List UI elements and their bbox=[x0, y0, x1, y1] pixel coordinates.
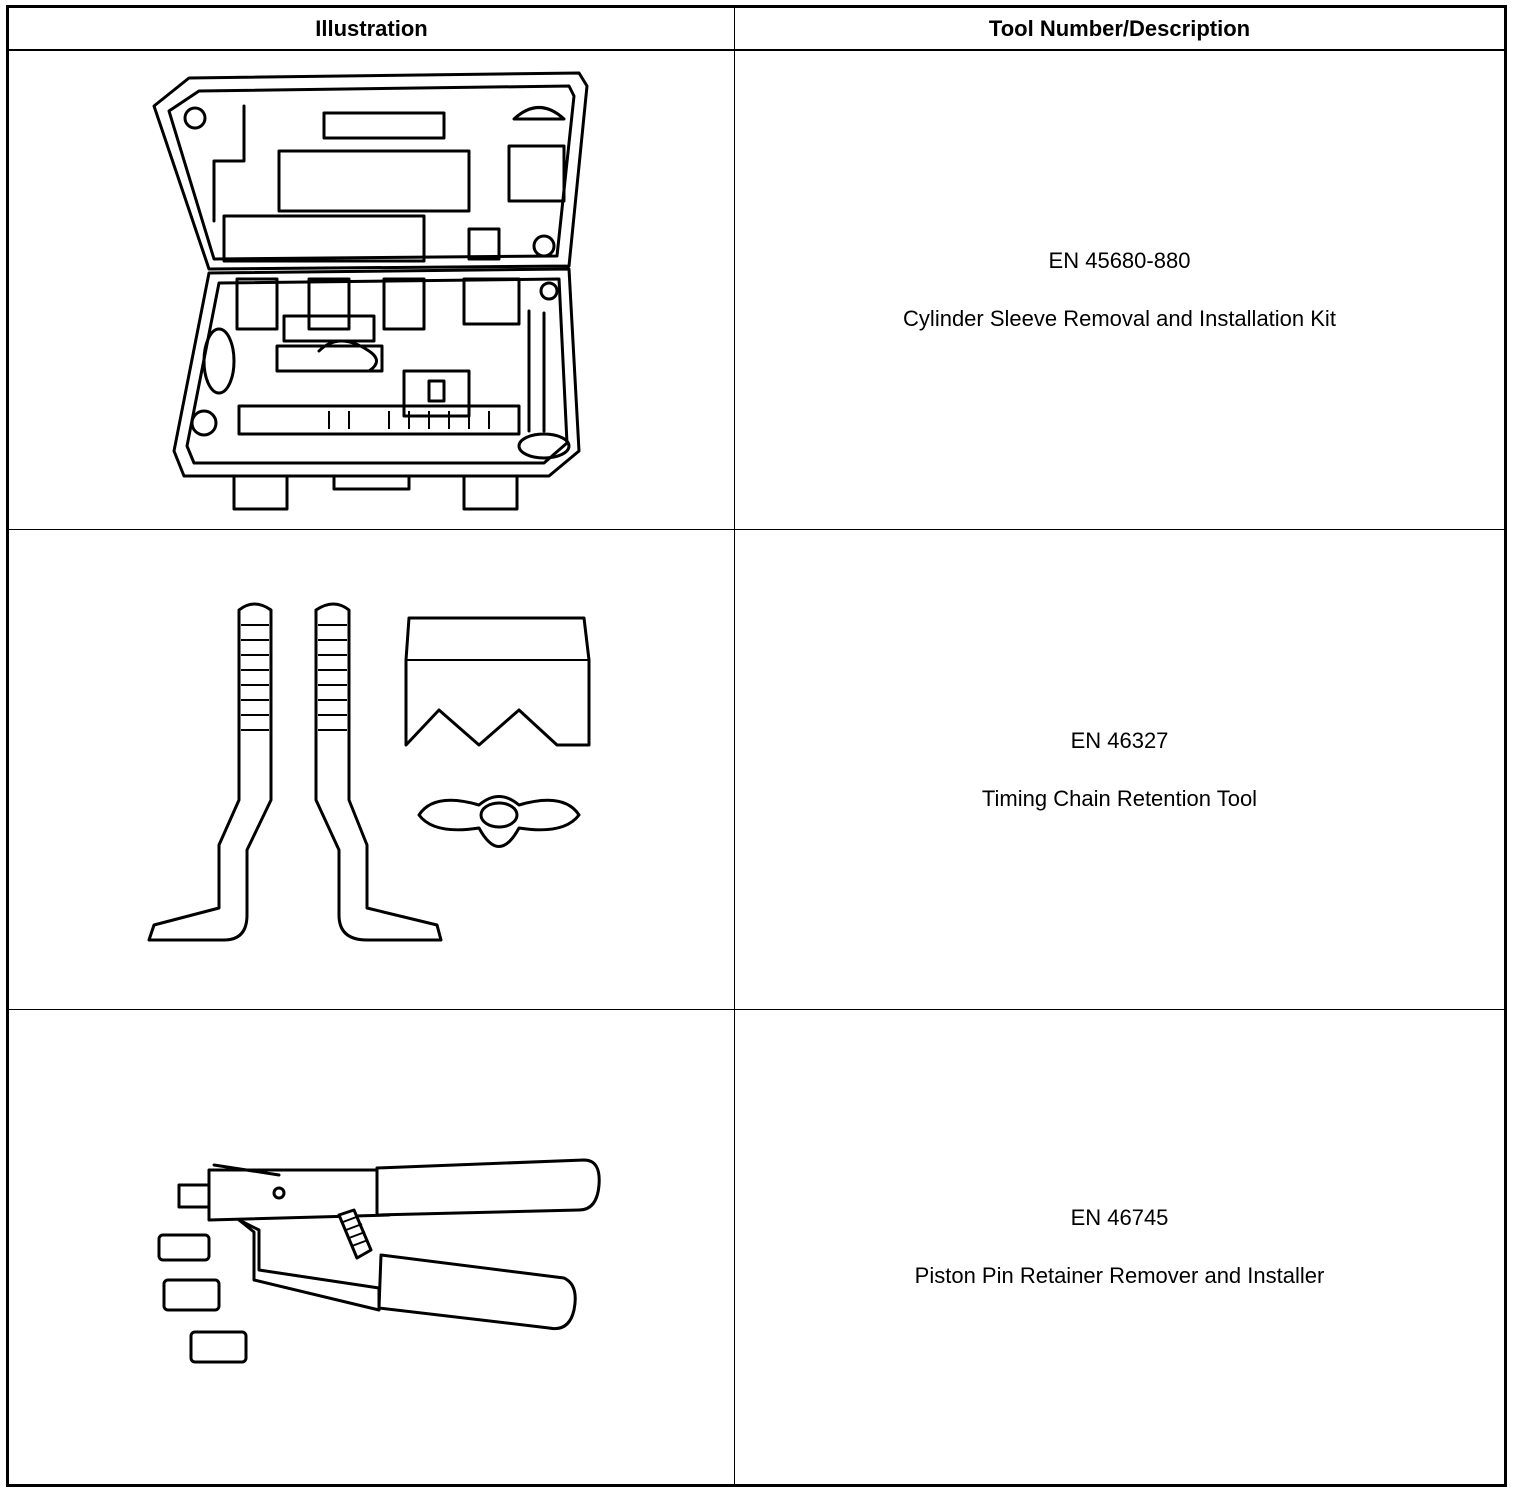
special-tools-table: Illustration Tool Number/Description bbox=[6, 5, 1507, 1487]
header-divider bbox=[9, 49, 1504, 51]
table-row-3-illustration bbox=[9, 1010, 734, 1484]
timing-chain-retention-tool-icon bbox=[147, 602, 591, 942]
tool-number: EN 46745 bbox=[1070, 1205, 1169, 1230]
tool-number: EN 45680-880 bbox=[1048, 248, 1191, 273]
row-divider bbox=[9, 1009, 1504, 1010]
header-illustration: Illustration bbox=[315, 16, 428, 41]
tool-number: EN 46327 bbox=[1070, 727, 1169, 753]
tool-description: Piston Pin Retainer Remover and Installe… bbox=[914, 1263, 1325, 1288]
tool-description: Cylinder Sleeve Removal and Installation… bbox=[903, 306, 1336, 331]
table-row-2-description-cell: EN 46327 Timing Chain Retention Tool bbox=[735, 530, 1504, 1009]
row-divider bbox=[9, 529, 1504, 530]
table-row-1-illustration bbox=[9, 51, 734, 529]
piston-pin-pliers-icon bbox=[157, 1158, 601, 1364]
header-tool-number-description: Tool Number/Description bbox=[988, 16, 1251, 41]
column-divider bbox=[734, 8, 735, 1484]
table-row-1-description-cell: EN 45680-880 Cylinder Sleeve Removal and… bbox=[735, 51, 1504, 529]
tool-case-kit-icon bbox=[152, 71, 589, 511]
table-row-2-illustration bbox=[9, 530, 734, 1009]
tool-description: Timing Chain Retention Tool bbox=[981, 785, 1258, 811]
table-row-3-description-cell: EN 46745 Piston Pin Retainer Remover and… bbox=[735, 1010, 1504, 1484]
